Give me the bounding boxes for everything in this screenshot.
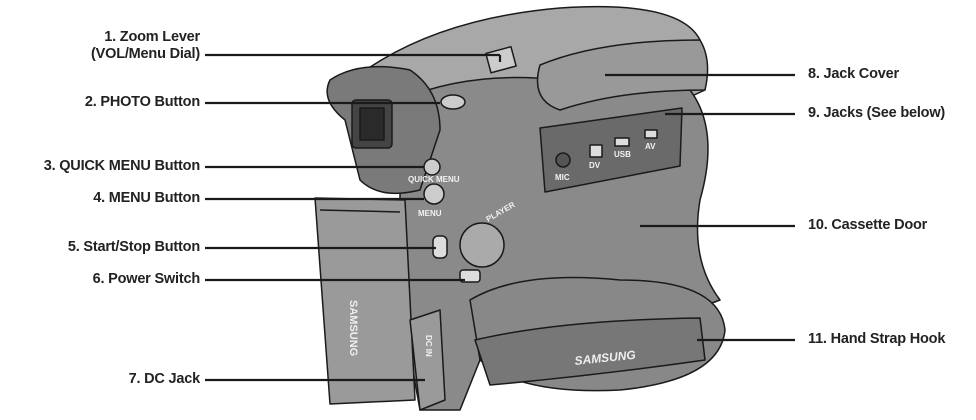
- label-zoom-lever: 1. Zoom Lever (VOL/Menu Dial): [91, 29, 200, 63]
- battery-brand: SAMSUNG: [347, 300, 359, 356]
- dv-marking: DV: [589, 161, 601, 170]
- label-power-switch: 6. Power Switch: [92, 271, 201, 287]
- quick-menu-button: [423, 158, 441, 176]
- strap-brand: SAMSUNG: [574, 348, 636, 368]
- quick-menu-marking: QUICK MENU: [408, 175, 460, 184]
- label-cassette-door: 10. Cassette Door: [808, 217, 928, 233]
- dv-jack: [589, 144, 603, 158]
- leader-lines: [205, 53, 795, 382]
- photo-button: [440, 94, 466, 110]
- label-line: (VOL/Menu Dial): [91, 46, 200, 62]
- jacks-panel: [539, 107, 683, 193]
- label-quick-menu-button: 3. QUICK MENU Button: [43, 158, 200, 174]
- label-menu-button: 4. MENU Button: [93, 190, 200, 206]
- menu-marking: MENU: [418, 209, 442, 218]
- usb-jack: [614, 137, 630, 147]
- label-jacks: 9. Jacks (See below): [808, 105, 946, 121]
- label-photo-button: 2. PHOTO Button: [84, 94, 200, 110]
- mic-jack: [555, 152, 571, 168]
- label-start-stop-button: 5. Start/Stop Button: [67, 239, 200, 255]
- menu-button: [423, 183, 445, 205]
- dc-in-marking: DC IN: [424, 335, 433, 357]
- usb-marking: USB: [614, 150, 631, 159]
- mic-marking: MIC: [555, 173, 570, 182]
- battery: [314, 197, 416, 405]
- label-hand-strap-hook: 11. Hand Strap Hook: [808, 331, 946, 347]
- av-marking: AV: [645, 142, 656, 151]
- label-dc-jack: 7. DC Jack: [128, 371, 201, 387]
- label-line: 1. Zoom Lever: [104, 29, 200, 45]
- power-dial: [459, 222, 505, 268]
- label-jack-cover: 8. Jack Cover: [808, 66, 899, 82]
- av-jack: [644, 129, 658, 139]
